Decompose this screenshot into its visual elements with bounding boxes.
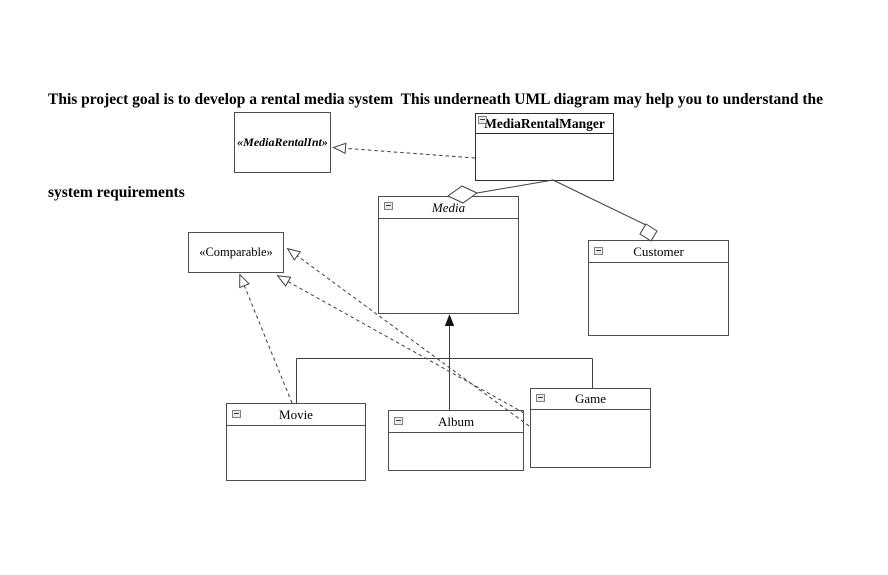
edge-mrm-realizes-mediarentalint <box>334 148 476 159</box>
collapse-icon <box>384 202 393 210</box>
collapse-icon <box>478 116 487 124</box>
edge-line <box>552 179 647 226</box>
class-title-album: Album <box>437 413 475 429</box>
class-box-movie: Movie <box>226 403 366 481</box>
heading-line-1: This project goal is to develop a rental… <box>48 91 824 108</box>
interface-box-comparable: «Comparable» <box>188 232 284 273</box>
aggregation-diamond-customer <box>639 223 658 242</box>
class-title-media: Media <box>431 199 466 215</box>
class-title-mediarentalmanger: MediaRentalManger <box>484 115 605 131</box>
collapse-icon <box>394 417 403 425</box>
class-title-bar: Movie <box>227 404 365 426</box>
class-title-movie: Movie <box>279 406 313 422</box>
interface-label-mediarentalint: «MediaRentalInt» <box>237 135 328 149</box>
collapse-icon <box>536 394 545 402</box>
class-title-bar: Customer <box>589 241 728 263</box>
class-title-bar: Game <box>531 389 650 410</box>
class-box-mediarentalmanger: MediaRentalManger <box>475 113 614 181</box>
class-box-game: Game <box>530 388 651 468</box>
class-box-media: Media <box>378 196 519 314</box>
interface-label-comparable: «Comparable» <box>199 245 273 259</box>
class-box-customer: Customer <box>588 240 729 336</box>
class-title-game: Game <box>574 391 607 406</box>
heading: This project goal is to develop a rental… <box>48 22 883 239</box>
heading-line-2: system requirements <box>48 184 185 201</box>
interface-box-mediarentalint: «MediaRentalInt» <box>234 112 331 173</box>
class-box-album: Album <box>388 410 524 471</box>
collapse-icon <box>594 247 603 255</box>
edge-mrm-aggregates-customer <box>552 179 658 242</box>
edge-movie-implements-comparable <box>240 275 293 404</box>
class-title-bar: Album <box>389 411 523 433</box>
class-title-bar: MediaRentalManger <box>476 114 613 134</box>
edge-line <box>476 179 554 194</box>
class-title-bar: Media <box>379 197 518 219</box>
collapse-icon <box>232 410 241 418</box>
class-title-customer: Customer <box>633 243 684 259</box>
